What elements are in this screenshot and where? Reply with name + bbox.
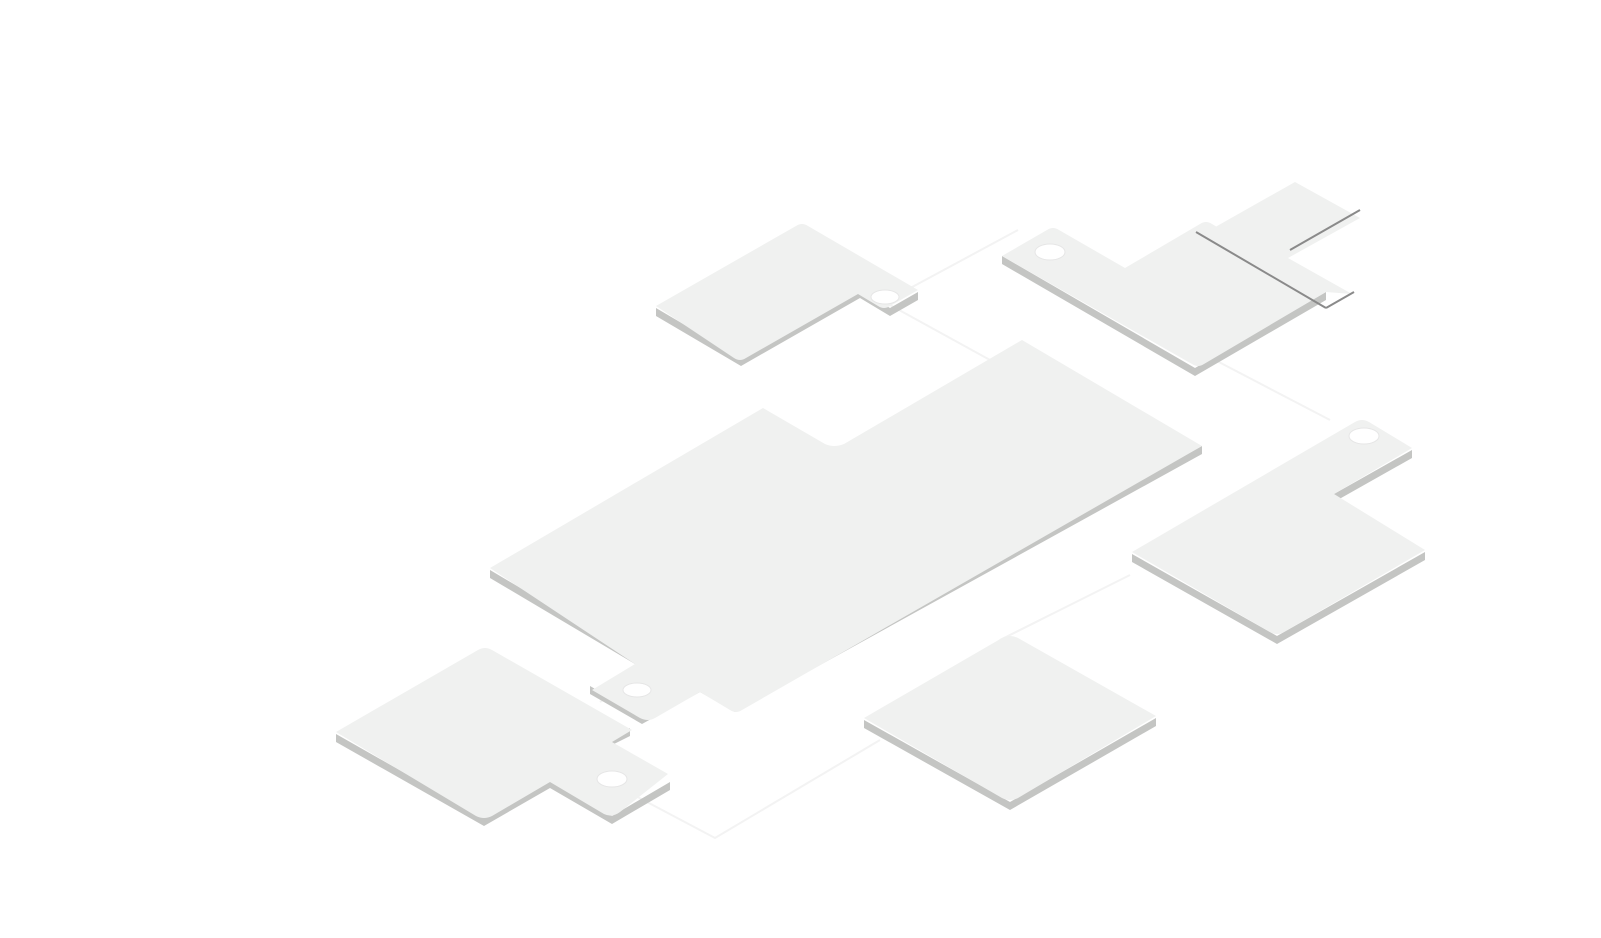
tile-top-right-face <box>1002 222 1326 366</box>
tile-bottom-middle <box>864 636 1156 810</box>
tile-right-face <box>1132 420 1425 634</box>
tile-top-right-side <box>1002 256 1195 376</box>
tile-top-right-accent-edge-1 <box>1195 231 1327 309</box>
connector-bottom-left-to-bottom-middle <box>614 739 881 840</box>
tile-top-left <box>656 224 918 366</box>
tile-bottom-middle-side <box>864 720 1010 810</box>
tile-bottom-left <box>336 648 670 826</box>
tile-center-port <box>622 682 652 698</box>
tile-bottom-left-face <box>336 648 668 818</box>
tile-top-left-port <box>870 289 900 305</box>
tile-top-right-side-2 <box>1195 292 1326 376</box>
tile-right-port <box>1348 427 1380 445</box>
connector-top-right-to-right <box>1214 359 1331 421</box>
tile-bottom-middle-side-2 <box>1010 718 1156 810</box>
tile-top-right-face-upper <box>1210 182 1360 294</box>
connector-right-to-bottom-middle <box>999 574 1131 641</box>
tile-top-right-port <box>1034 243 1066 261</box>
connector-top-left-to-center <box>889 304 991 361</box>
tile-right-side-3 <box>1334 450 1412 502</box>
tile-right-side <box>1132 554 1277 644</box>
tile-center-side <box>490 570 635 664</box>
tile-center <box>490 340 1202 724</box>
tile-top-left-face <box>656 224 918 360</box>
tile-bottom-left-port <box>596 770 628 788</box>
tile-top-left-side-3 <box>860 290 918 316</box>
tile-top-right <box>1002 182 1361 376</box>
tile-bottom-middle-face <box>864 636 1156 800</box>
tile-bottom-left-side <box>336 734 484 826</box>
tile-center-face <box>490 340 1202 720</box>
tile-top-left-side <box>656 308 741 366</box>
tile-top-right-accent-edge-2 <box>1289 209 1361 251</box>
tile-right-side-2 <box>1277 552 1425 644</box>
tile-right <box>1132 420 1425 644</box>
tile-top-right-accent-edge-3 <box>1325 291 1355 309</box>
